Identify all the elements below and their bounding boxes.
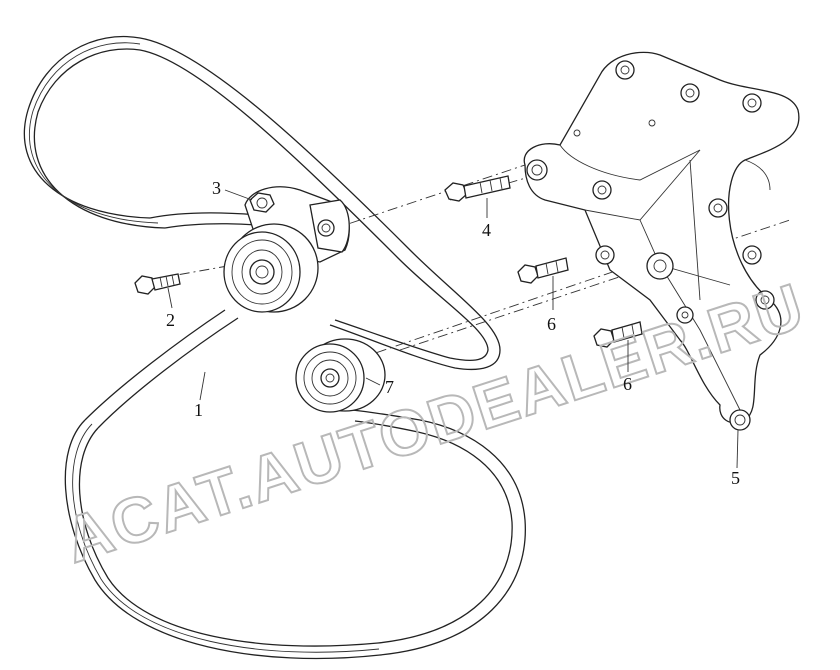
callout-7: 7 — [385, 377, 394, 397]
callout-1: 1 — [194, 400, 203, 420]
mounting-bracket — [523, 51, 800, 431]
callout-6-lower: 6 — [623, 374, 632, 394]
bolt-2-icon — [134, 273, 181, 295]
bolt-4-icon — [444, 175, 511, 202]
bolt-3-icon — [249, 192, 275, 213]
callout-5: 5 — [731, 468, 740, 488]
callout-4: 4 — [482, 220, 491, 240]
tensioner-assembly — [223, 186, 350, 313]
callout-3: 3 — [212, 178, 221, 198]
bolt-6a-icon — [517, 257, 569, 284]
callout-2: 2 — [166, 310, 175, 330]
serpentine-belt — [23, 35, 526, 660]
idler-pulley — [295, 338, 386, 413]
callout-6-upper: 6 — [547, 314, 556, 334]
bolt-6b-icon — [593, 321, 643, 348]
leader-lines — [167, 189, 739, 469]
